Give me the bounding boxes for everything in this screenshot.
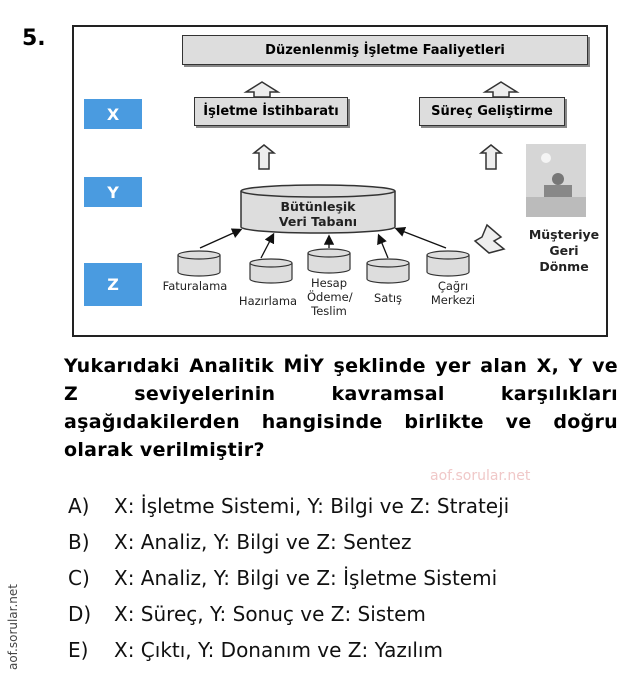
- level-x: X: [84, 99, 142, 129]
- database-label: Bütünleşik Veri Tabanı: [278, 199, 358, 229]
- option-d[interactable]: D) X: Süreç, Y: Sonuç ve Z: Sistem: [68, 602, 426, 626]
- option-text: X: Analiz, Y: Bilgi ve Z: İşletme Sistem…: [114, 566, 498, 590]
- level-z: Z: [84, 263, 142, 306]
- source-label: Satış: [373, 291, 403, 305]
- option-letter: C): [68, 566, 90, 590]
- level-y: Y: [84, 177, 142, 207]
- source-cylinder: [366, 258, 410, 284]
- source-cylinder: [426, 250, 470, 277]
- diagram: Düzenlenmiş İşletme Faaliyetleri İşletme…: [72, 25, 608, 337]
- box-business-intelligence: İşletme İstihbaratı: [194, 97, 348, 126]
- down-left-arrow-icon: [473, 223, 506, 254]
- diagram-shapes: [177, 81, 586, 284]
- question-number: 5.: [22, 26, 46, 51]
- option-b[interactable]: B) X: Analiz, Y: Bilgi ve Z: Sentez: [68, 530, 411, 554]
- option-letter: E): [68, 638, 89, 662]
- source-label: Faturalama: [162, 279, 228, 293]
- database-cylinder: [240, 184, 396, 234]
- up-arrow-icon: [478, 144, 504, 170]
- option-c[interactable]: C) X: Analiz, Y: Bilgi ve Z: İşletme Sist…: [68, 566, 497, 590]
- source-cylinders: [177, 248, 470, 284]
- up-arrow-icon: [482, 81, 520, 98]
- source-cylinder: [177, 250, 221, 277]
- watermark: aof.sorular.net: [430, 468, 531, 484]
- option-letter: D): [68, 602, 92, 626]
- option-a[interactable]: A) X: İşletme Sistemi, Y: Bilgi ve Z: Str…: [68, 494, 509, 518]
- option-text: X: Çıktı, Y: Donanım ve Z: Yazılım: [114, 638, 443, 662]
- option-text: X: İşletme Sistemi, Y: Bilgi ve Z: Strat…: [114, 494, 510, 518]
- feedback-label: Müşteriye Geri Dönme: [528, 227, 600, 274]
- up-arrow-icon: [251, 144, 277, 170]
- side-watermark: aof.sorular.net: [6, 583, 21, 671]
- source-label: Çağrı Merkezi: [430, 279, 476, 307]
- option-text: X: Süreç, Y: Sonuç ve Z: Sistem: [114, 602, 426, 626]
- box-process-improvement: Süreç Geliştirme: [419, 97, 565, 126]
- question-text: Yukarıdaki Analitik MİY şeklinde yer ala…: [64, 355, 618, 461]
- source-label: Hazırlama: [238, 294, 298, 308]
- option-text: X: Analiz, Y: Bilgi ve Z: Sentez: [114, 530, 412, 554]
- source-label: Hesap Ödeme/ Teslim: [307, 276, 353, 318]
- flow-arrows: [199, 226, 447, 259]
- source-cylinder: [249, 258, 293, 284]
- option-letter: A): [68, 494, 90, 518]
- option-letter: B): [68, 530, 90, 554]
- option-e[interactable]: E) X: Çıktı, Y: Donanım ve Z: Yazılım: [68, 638, 443, 662]
- customer-photo: [526, 144, 586, 217]
- up-arrow-icon: [243, 81, 281, 98]
- source-cylinder: [307, 248, 351, 274]
- top-box: Düzenlenmiş İşletme Faaliyetleri: [182, 35, 588, 65]
